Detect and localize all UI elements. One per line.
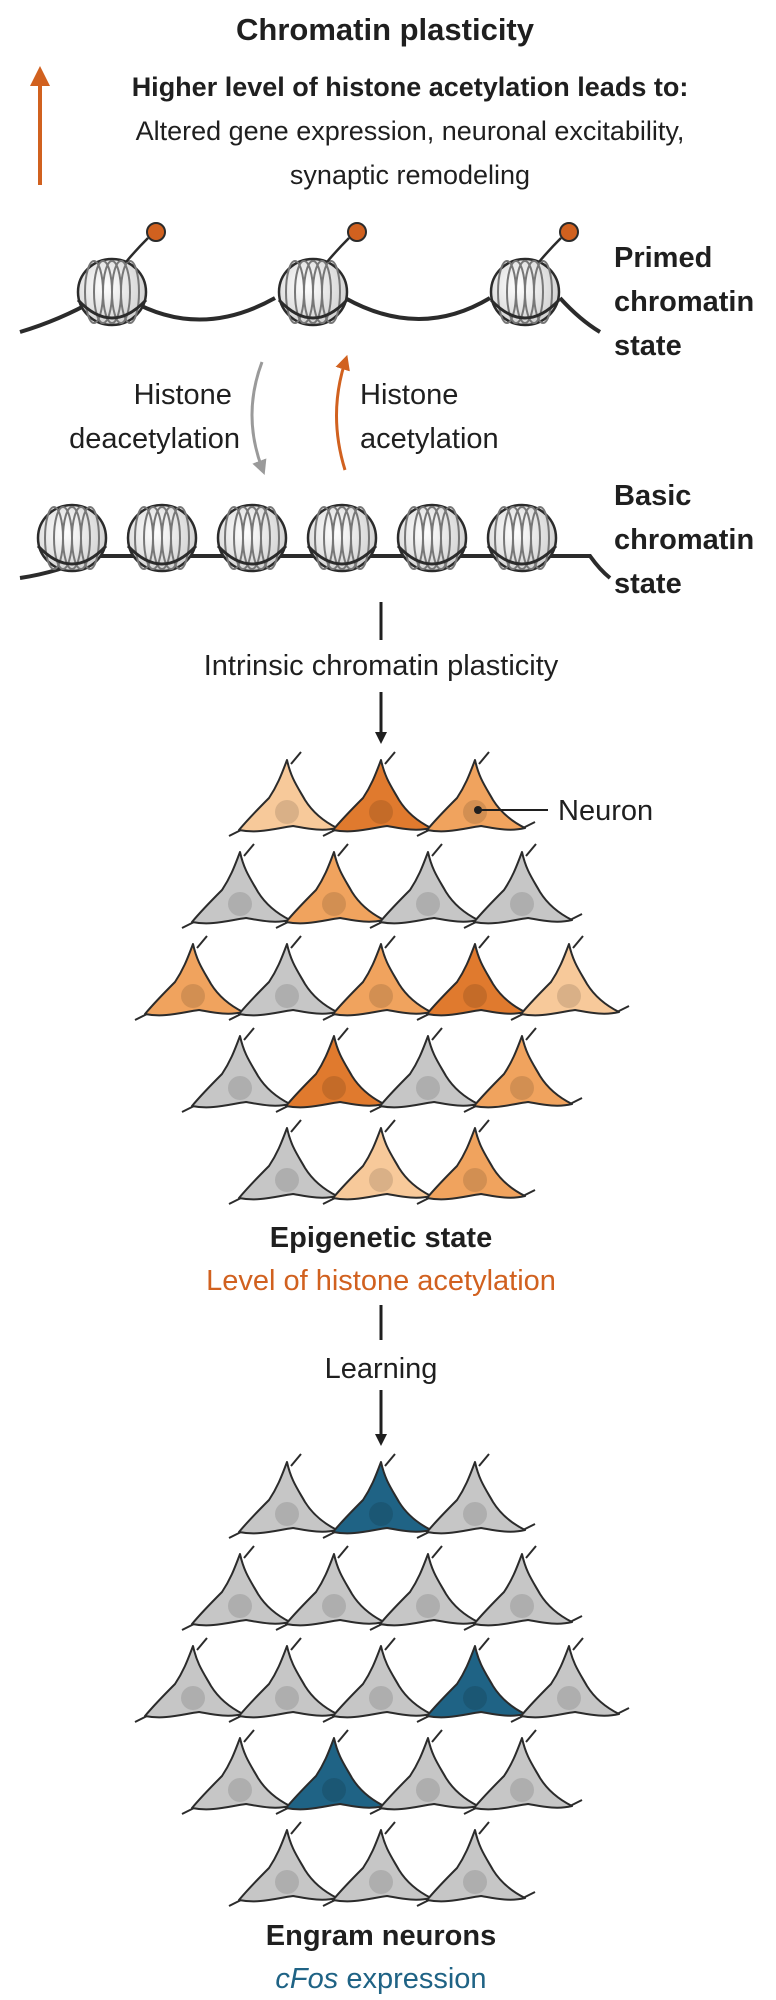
epigenetic-neuron-r5-c2	[322, 1119, 442, 1205]
epigenetic-neuron-r2-c3	[369, 843, 489, 929]
neuron-callout-dot	[474, 806, 482, 814]
engram-neuron-r4-c4	[463, 1729, 583, 1815]
nucleosome-basic-5	[396, 503, 468, 573]
engram-neuron-r2-c3	[369, 1545, 489, 1631]
epigenetic-neuron-r3-c4	[416, 935, 536, 1021]
neuron-callout-label: Neuron	[558, 795, 653, 827]
nucleosome-primed-1	[76, 222, 166, 327]
epigenetic-neuron-r4-c2	[275, 1027, 395, 1113]
dna-linker	[19, 296, 602, 334]
epigenetic-neuron-r1-c2	[322, 751, 442, 837]
engram-neuron-r5-c3	[416, 1821, 536, 1907]
effects-heading: Higher level of histone acetylation lead…	[132, 72, 689, 102]
engram-neuron-r5-c2	[322, 1821, 442, 1907]
epigenetic-neuron-r2-c4	[463, 843, 583, 929]
engram-neuron-r3-c5	[510, 1637, 630, 1723]
epigenetic-neuron-r1-c3	[416, 751, 536, 837]
engram-subtitle: cFos expression	[275, 1963, 486, 1995]
deacetylation-arrow	[250, 361, 267, 476]
epigenetic-neuron-r2-c1	[181, 843, 301, 929]
epigenetic-neuron-cluster	[134, 751, 630, 1205]
cfos-gene-label: cFos	[275, 1963, 338, 1995]
primed-chromatin-label: Primed chromatin state	[614, 242, 762, 362]
engram-neuron-r2-c4	[463, 1545, 583, 1631]
epigenetic-neuron-r4-c4	[463, 1027, 583, 1113]
engram-neuron-cluster	[134, 1453, 630, 1907]
engram-neuron-r1-c2	[322, 1453, 442, 1539]
primed-chromatin-strand	[19, 222, 602, 334]
epigenetic-neuron-r4-c1	[181, 1027, 301, 1113]
effects-line-2: synaptic remodeling	[290, 160, 530, 190]
engram-title: Engram neurons	[266, 1920, 496, 1952]
deacetylation-label: Histone deacetylation	[69, 379, 240, 455]
basic-chromatin-strand	[19, 503, 612, 580]
nucleosome-primed-2	[277, 222, 367, 327]
engram-neuron-r5-c1	[228, 1821, 348, 1907]
intrinsic-plasticity-label: Intrinsic chromatin plasticity	[204, 650, 559, 682]
nucleosome-basic-3	[216, 503, 288, 573]
epigenetic-neuron-r1-c1	[228, 751, 348, 837]
engram-neuron-r3-c3	[322, 1637, 442, 1723]
epigenetic-neuron-r4-c3	[369, 1027, 489, 1113]
epigenetic-state-subtitle: Level of histone acetylation	[206, 1265, 556, 1297]
epigenetic-neuron-r3-c3	[322, 935, 442, 1021]
epigenetic-neuron-r3-c2	[228, 935, 348, 1021]
engram-neuron-r2-c2	[275, 1545, 395, 1631]
diagram-title: Chromatin plasticity	[236, 12, 535, 47]
learning-label: Learning	[325, 1353, 438, 1385]
basic-chromatin-label: Basic chromatin state	[614, 480, 762, 600]
nucleosome-basic-1	[36, 503, 108, 573]
engram-neuron-r1-c1	[228, 1453, 348, 1539]
effects-line-1: Altered gene expression, neuronal excita…	[136, 116, 685, 146]
epigenetic-state-title: Epigenetic state	[270, 1222, 492, 1254]
acetylation-label: Histone acetylation	[360, 379, 499, 455]
epigenetic-neuron-r5-c1	[228, 1119, 348, 1205]
engram-neuron-r2-c1	[181, 1545, 301, 1631]
epigenetic-neuron-r5-c3	[416, 1119, 536, 1205]
nucleosome-basic-2	[126, 503, 198, 573]
acetyl-tag-icon	[538, 222, 579, 263]
epigenetic-neuron-r3-c5	[510, 935, 630, 1021]
engram-neuron-r4-c1	[181, 1729, 301, 1815]
engram-neuron-r3-c2	[228, 1637, 348, 1723]
engram-neuron-r4-c2	[275, 1729, 395, 1815]
acetylation-arrow	[335, 354, 350, 471]
nucleosome-primed-3	[489, 222, 579, 327]
engram-neuron-r1-c3	[416, 1453, 536, 1539]
epigenetic-neuron-r2-c2	[275, 843, 395, 929]
acetyl-tag-icon	[326, 222, 367, 263]
engram-neuron-r3-c1	[134, 1637, 254, 1723]
nucleosome-basic-4	[306, 503, 378, 573]
expression-label: expression	[338, 1963, 486, 1995]
engram-neuron-r4-c3	[369, 1729, 489, 1815]
engram-neuron-r3-c4	[416, 1637, 536, 1723]
epigenetic-neuron-r3-c1	[134, 935, 254, 1021]
nucleosome-basic-6	[486, 503, 558, 573]
acetyl-tag-icon	[125, 222, 166, 263]
